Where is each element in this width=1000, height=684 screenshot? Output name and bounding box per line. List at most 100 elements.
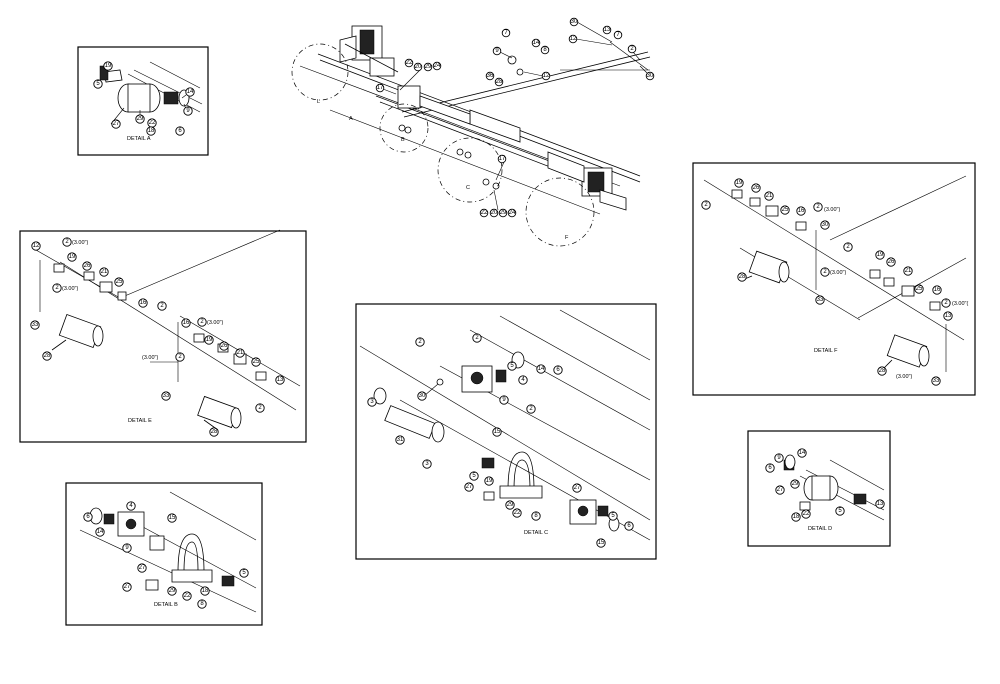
- callout-c6: 6: [553, 365, 563, 375]
- svg-text:12: 12: [33, 243, 40, 249]
- callout-c23: 15: [596, 538, 606, 548]
- callout-m20: 22: [479, 208, 489, 218]
- svg-text:21: 21: [905, 268, 912, 274]
- callout-e10: 28: [42, 351, 52, 361]
- callout-m21: 20: [489, 208, 499, 218]
- callout-c10: 3: [367, 397, 377, 407]
- callout-m22: 29: [498, 208, 508, 218]
- callout-f11: 2: [820, 267, 830, 277]
- callout-f18: 33: [815, 295, 825, 305]
- callout-f6: 16: [796, 206, 806, 216]
- svg-text:36: 36: [487, 73, 494, 79]
- svg-text:8: 8: [200, 601, 204, 607]
- svg-text:2: 2: [200, 319, 204, 325]
- callout-f5: 25: [780, 205, 790, 215]
- svg-text:20: 20: [415, 64, 422, 70]
- svg-text:6: 6: [178, 128, 182, 134]
- svg-text:14: 14: [187, 89, 194, 95]
- svg-text:13: 13: [604, 27, 611, 33]
- callout-m23: 24: [507, 208, 517, 218]
- callout-c13: 15: [492, 427, 502, 437]
- callout-c19: 8: [531, 511, 541, 521]
- callout-e22: 28: [209, 427, 219, 437]
- view-letter-m_a: A: [349, 116, 353, 122]
- callout-m5: 2: [627, 44, 637, 54]
- callout-b5: 15: [167, 513, 177, 523]
- svg-text:22: 22: [149, 120, 156, 126]
- svg-text:16: 16: [183, 320, 190, 326]
- svg-text:33: 33: [32, 322, 39, 328]
- svg-text:12: 12: [543, 73, 550, 79]
- callout-c14: 5: [469, 471, 479, 481]
- callout-m10: 8: [540, 45, 550, 55]
- callout-m12: 28: [494, 77, 504, 87]
- callout-c1: 2: [415, 337, 425, 347]
- svg-text:9: 9: [777, 455, 781, 461]
- svg-text:19: 19: [877, 252, 884, 258]
- callout-f15: 25: [914, 284, 924, 294]
- callout-c22: 6: [624, 521, 634, 531]
- svg-text:30: 30: [571, 19, 578, 25]
- callout-d9: 5: [835, 506, 845, 516]
- svg-text:6: 6: [627, 523, 631, 529]
- svg-text:28: 28: [211, 429, 218, 435]
- svg-text:21: 21: [101, 269, 108, 275]
- callout-b8: 29: [167, 586, 177, 596]
- callout-d2: 9: [774, 453, 784, 463]
- callout-a1: 5: [93, 79, 103, 89]
- callout-c5: 14: [536, 364, 546, 374]
- svg-text:5: 5: [472, 473, 476, 479]
- callout-m8: 14: [531, 38, 541, 48]
- callout-d1: 14: [797, 448, 807, 458]
- callout-a9: 6: [175, 126, 185, 136]
- svg-text:29: 29: [137, 116, 144, 122]
- svg-text:16: 16: [140, 300, 147, 306]
- view-letter-m_f: F: [565, 235, 569, 241]
- svg-text:6: 6: [556, 367, 560, 373]
- svg-text:26: 26: [84, 263, 91, 269]
- callout-d3: 6: [765, 463, 775, 473]
- svg-text:5: 5: [838, 508, 842, 514]
- callout-e5: 21: [99, 267, 109, 277]
- svg-text:8: 8: [534, 513, 538, 519]
- svg-text:2: 2: [418, 339, 422, 345]
- svg-text:13: 13: [277, 377, 284, 383]
- svg-text:25: 25: [253, 359, 260, 365]
- callout-b6: 27: [137, 563, 147, 573]
- svg-text:17: 17: [377, 85, 384, 91]
- callout-b11: 8: [197, 599, 207, 609]
- callout-a2: 19: [103, 61, 113, 71]
- svg-text:6: 6: [768, 465, 772, 471]
- svg-text:14: 14: [799, 450, 806, 456]
- callout-m4: 7: [613, 30, 623, 40]
- callout-c4: 4: [518, 375, 528, 385]
- callout-b2: 6: [83, 512, 93, 522]
- dim-e-2: (3.00"): [62, 286, 78, 292]
- svg-text:19: 19: [486, 478, 493, 484]
- svg-text:30: 30: [822, 222, 829, 228]
- callout-c12: 3: [422, 459, 432, 469]
- callout-f3: 26: [751, 183, 761, 193]
- svg-text:25: 25: [782, 207, 789, 213]
- svg-text:28: 28: [739, 274, 746, 280]
- dim-e-3: (3.00"): [207, 320, 223, 326]
- svg-text:19: 19: [105, 63, 112, 69]
- callout-c15: 27: [464, 482, 474, 492]
- detail-b-label: DETAIL B: [154, 602, 178, 608]
- svg-text:7: 7: [504, 30, 508, 36]
- callout-f9: 2: [843, 242, 853, 252]
- callout-m6: 30: [645, 71, 655, 81]
- callout-e9: 33: [30, 320, 40, 330]
- svg-text:25: 25: [916, 286, 923, 292]
- svg-text:19: 19: [206, 337, 213, 343]
- svg-text:26: 26: [888, 259, 895, 265]
- svg-text:15: 15: [494, 429, 501, 435]
- callout-f13: 26: [886, 257, 896, 267]
- callout-e18: 25: [251, 357, 261, 367]
- detail-d-label: DETAIL D: [808, 526, 832, 532]
- dim-f-2: (3.00"): [830, 270, 846, 276]
